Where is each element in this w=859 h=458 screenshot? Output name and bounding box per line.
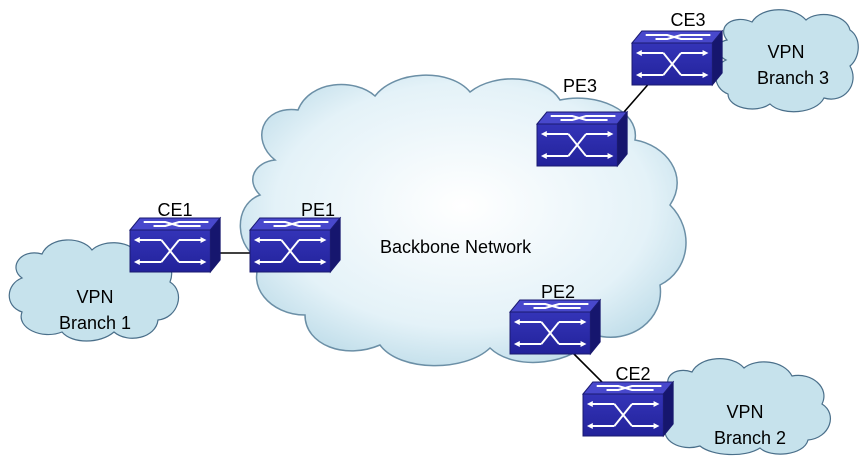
branch1-line2: Branch 1: [59, 313, 131, 333]
backbone-label: Backbone Network: [380, 237, 532, 257]
branch-cloud-2: VPN Branch 2: [656, 358, 831, 456]
link-pe2-ce2: [569, 349, 606, 386]
pe2-switch-icon: [509, 299, 602, 355]
branch2-line1: VPN: [726, 402, 763, 422]
ce1-switch-icon: [129, 217, 222, 273]
ce2-label: CE2: [615, 364, 650, 384]
pe1-label: PE1: [301, 200, 335, 220]
ce3-label: CE3: [670, 10, 705, 30]
branch-cloud-3: VPN Branch 3: [715, 9, 859, 113]
pe2-label: PE2: [541, 282, 575, 302]
pe3-label: PE3: [563, 76, 597, 96]
branch2-line2: Branch 2: [714, 428, 786, 448]
ce2-switch-icon: [582, 381, 675, 437]
pe3-switch-icon: [536, 111, 629, 167]
branch3-line1: VPN: [767, 42, 804, 62]
ce1-label: CE1: [157, 200, 192, 220]
branch3-line2: Branch 3: [757, 68, 829, 88]
ce3-switch-icon: [631, 30, 724, 86]
branch1-line1: VPN: [76, 287, 113, 307]
pe1-switch-icon: [249, 217, 342, 273]
